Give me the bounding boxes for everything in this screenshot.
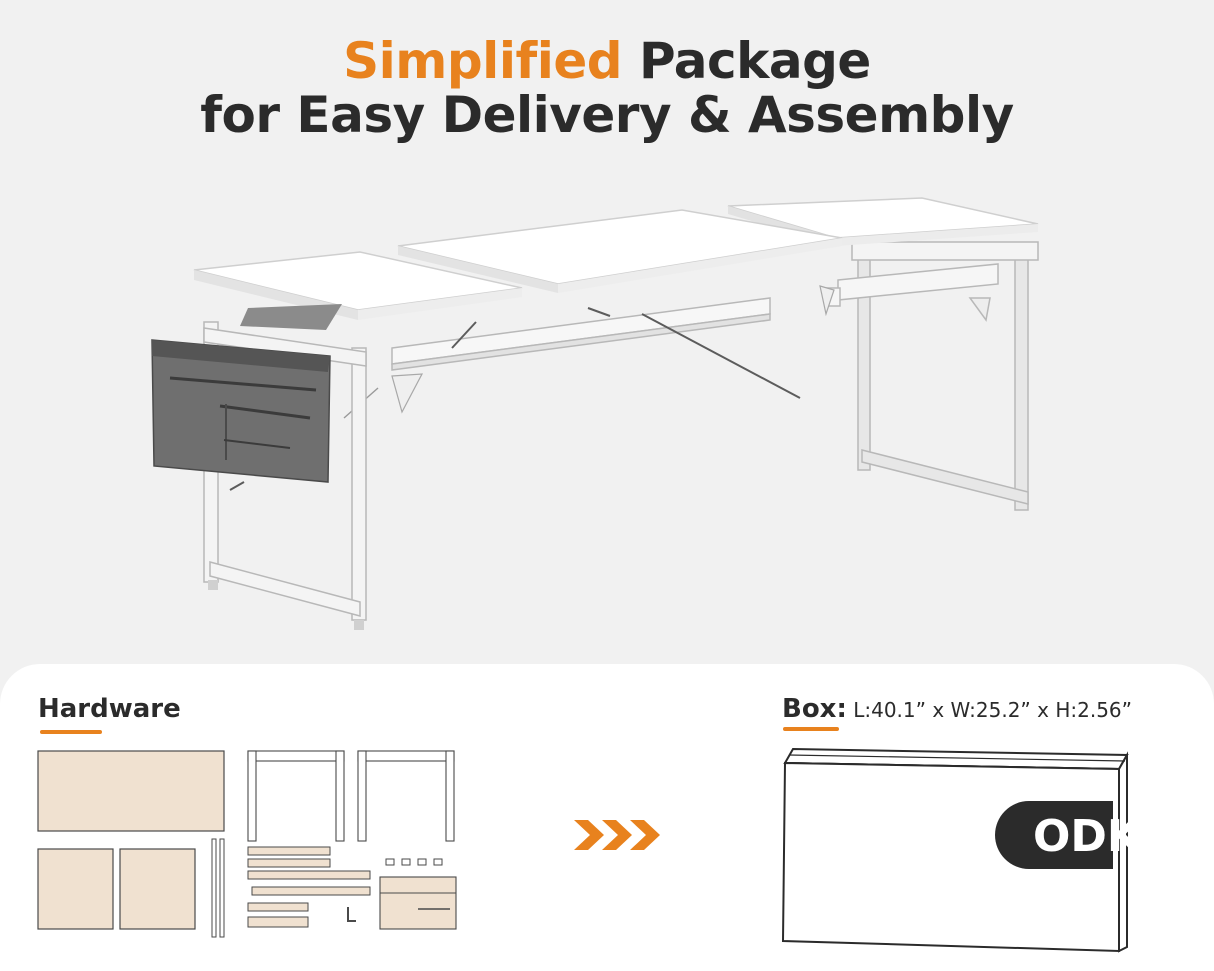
storage-bag-flat [379,876,457,930]
tabletop-panel-small-right [119,848,196,930]
headline-line-2: for Easy Delivery & Assembly [200,86,1014,144]
hardware-parts-diagram [37,750,457,938]
page-headline: Simplified Package for Easy Delivery & A… [0,34,1214,142]
box-title: Box: L:40.1” x W:25.2” x H:2.56” [782,694,1132,724]
right-leg-frame [851,241,1039,511]
box-title-underline [783,727,839,731]
tabletop-panel-large [37,750,225,832]
hook [347,907,356,922]
brand-logo-badge [995,801,1113,869]
desk-illustration [151,197,1039,630]
support-rods [211,838,225,938]
right-crossbar [825,263,999,322]
leg-frames [247,750,455,842]
headline-accent: Simplified [343,32,623,90]
flat-box-illustration: ODK [781,747,1135,953]
tabletop-panel-small-left [37,848,114,930]
headline-line-1-rest: Package [622,32,871,90]
headline-line-1: Simplified Package [0,34,1214,88]
brand-logo: ODK [1033,811,1135,862]
corner-brackets [391,285,835,414]
hardware-title: Hardware [38,694,181,724]
small-hardware [385,858,443,866]
crossbars [247,846,371,928]
front-crossbar [391,297,771,371]
triple-chevron-right-icon [574,820,660,850]
hardware-title-underline [40,730,102,734]
storage-bag [151,339,331,483]
box-dimensions: L:40.1” x W:25.2” x H:2.56” [853,698,1132,722]
box-label: Box: [782,694,847,724]
